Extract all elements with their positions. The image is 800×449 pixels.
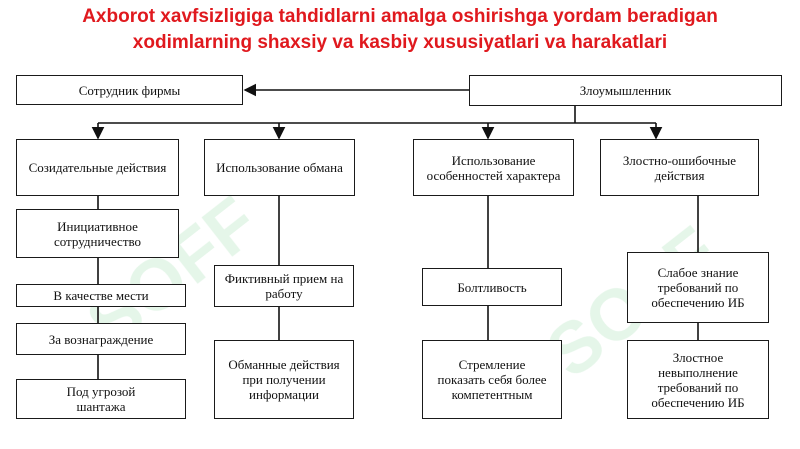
category-creative-actions: Созидательные действия [16, 139, 179, 196]
category-malicious-erroneous: Злостно-ошибочные действия [600, 139, 759, 196]
item-revenge: В качестве мести [16, 284, 186, 307]
item-label: Злостное невыполнение требований по обес… [651, 349, 745, 410]
item-label: Стремление показать себя более компетент… [437, 357, 547, 402]
item-weak-knowledge: Слабое знание требований по обеспечению … [627, 252, 769, 323]
item-label: За вознаграждение [48, 331, 154, 347]
item-label: В качестве мести [53, 288, 149, 303]
item-label: Болтливость [457, 279, 527, 295]
intruder-box: Злоумышленник [469, 75, 782, 106]
item-label: Инициативное сотрудничество [53, 218, 142, 249]
item-label: Под угрозой шантажа [66, 384, 136, 414]
item-fictitious-hiring: Фиктивный прием на работу [214, 265, 354, 307]
category-label: Использование особенностей характера [426, 152, 561, 183]
item-malicious-noncompliance: Злостное невыполнение требований по обес… [627, 340, 769, 419]
diagram-title: Axborot xavfsizligiga tahdidlarni amalga… [0, 4, 800, 56]
item-deceptive-info-gathering: Обманные действия при получении информац… [214, 340, 354, 419]
title-line-1: Axborot xavfsizligiga tahdidlarni amalga… [82, 6, 718, 27]
category-label: Использование обмана [216, 160, 343, 175]
item-show-competence: Стремление показать себя более компетент… [422, 340, 562, 419]
item-initiative-cooperation: Инициативное сотрудничество [16, 209, 179, 258]
title-line-2: xodimlarning shaxsiy va kasbiy xususiyat… [132, 32, 668, 53]
item-label: Слабое знание требований по обеспечению … [651, 265, 745, 310]
employee-box: Сотрудник фирмы [16, 75, 243, 105]
category-use-of-deception: Использование обмана [204, 139, 355, 196]
item-label: Фиктивный прием на работу [224, 271, 344, 301]
item-label: Обманные действия при получении информац… [228, 357, 340, 402]
category-label: Злостно-ошибочные действия [622, 152, 737, 183]
intruder-label: Злоумышленник [579, 83, 672, 98]
category-label: Созидательные действия [28, 160, 167, 175]
item-reward: За вознаграждение [16, 323, 186, 355]
item-blackmail: Под угрозой шантажа [16, 379, 186, 419]
employee-label: Сотрудник фирмы [78, 82, 181, 98]
category-character-traits: Использование особенностей характера [413, 139, 574, 196]
item-talkativeness: Болтливость [422, 268, 562, 306]
